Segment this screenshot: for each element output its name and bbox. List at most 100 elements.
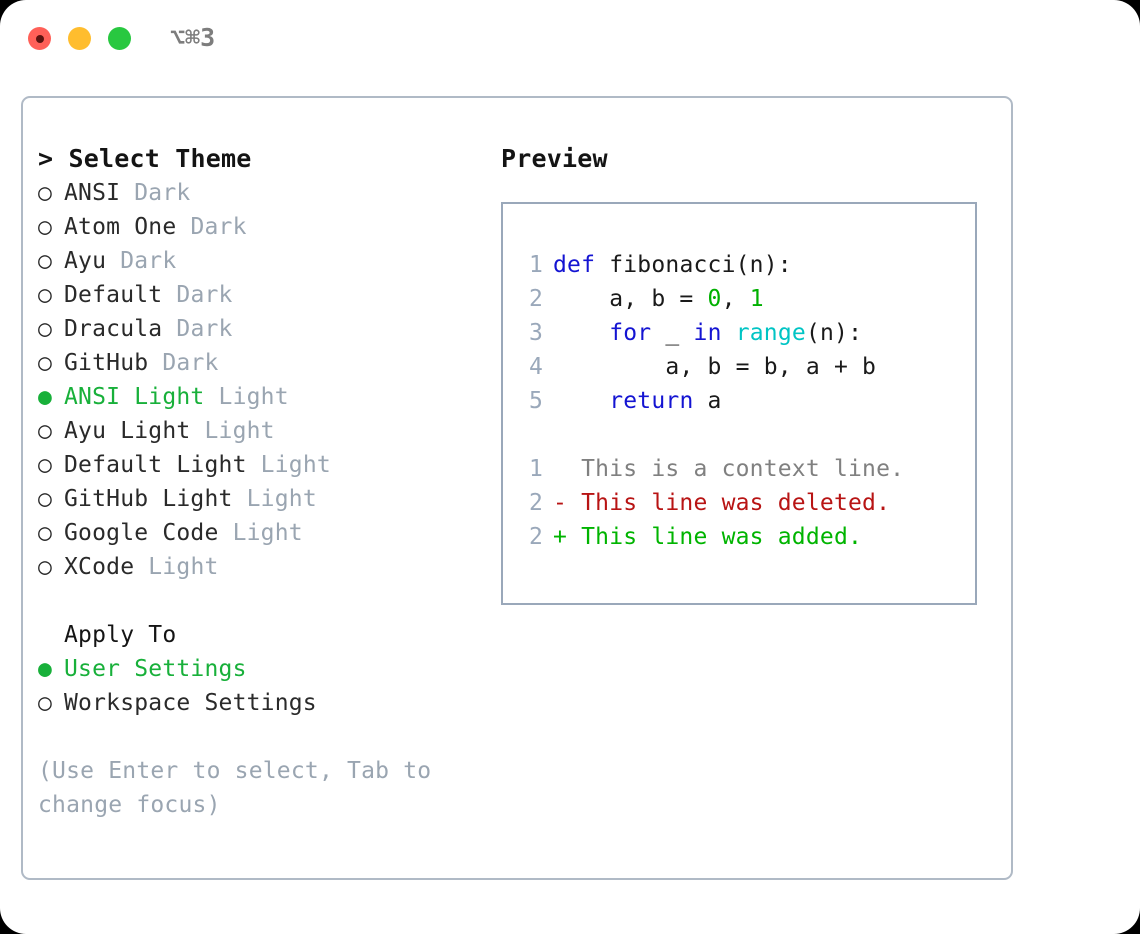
radio-unselected-icon: ○ [38,418,53,444]
theme-option-suffix: Light [218,520,303,546]
theme-option-label: XCode [64,554,135,580]
code-line: 4 a, b = b, a + b [517,350,876,384]
line-number: 5 [528,388,543,414]
code-line: 1 This is a context line. [517,452,904,486]
code-token-plain: a, b = b, a + b [553,354,877,380]
keyboard-hint-text: (Use Enter to select, Tab to change focu… [38,758,432,818]
panel-columns: > Select Theme ○ANSI Dark○Atom One Dark○… [23,98,1011,878]
theme-option-suffix: Dark [106,248,177,274]
theme-option-5[interactable]: ○GitHub Dark [38,346,498,380]
code-token-kw: in [693,320,722,346]
code-token-num: 0 [707,286,722,312]
theme-option-1[interactable]: ○Atom One Dark [38,210,498,244]
maximize-button[interactable] [108,27,131,50]
code-token-plain: _ [651,320,694,346]
theme-option-suffix: Light [246,452,331,478]
apply-to-section: Apply To ●User Settings○Workspace Settin… [38,618,498,720]
theme-option-label: Dracula [64,316,163,342]
theme-picker-title: > Select Theme [38,142,498,176]
theme-option-label: GitHub Light [64,486,233,512]
theme-option-11[interactable]: ○ XCode Light [38,550,498,584]
theme-option-suffix: Dark [162,316,233,342]
line-number: 1 [528,252,543,278]
theme-option-label: Default [64,282,163,308]
theme-option-6[interactable]: ●ANSI Light Light [38,380,498,414]
radio-unselected-icon: ○ [38,214,53,240]
code-line: 2 - This line was deleted. [517,486,904,520]
code-line: 1 def fibonacci(n): [517,248,876,282]
theme-option-label: ANSI [64,180,121,206]
radio-unselected-icon: ○ [38,520,53,546]
code-token-plain: , [721,286,750,312]
code-line: 3 for _ in range(n): [517,316,876,350]
main-panel: > Select Theme ○ANSI Dark○Atom One Dark○… [21,96,1013,880]
minimize-button[interactable] [68,27,91,50]
radio-unselected-icon: ○ [38,554,53,580]
code-token-kw: for [609,320,652,346]
theme-option-label: ANSI Light [64,384,205,410]
radio-unselected-icon: ○ [38,690,53,716]
diff-sample-block: 1 This is a context line. 2 - This line wa… [517,452,904,554]
theme-option-suffix: Dark [120,180,191,206]
preview-title: Preview [501,144,608,173]
theme-option-2[interactable]: ○ Ayu Dark [38,244,498,278]
code-token-plain: (n): [805,320,863,346]
theme-option-suffix: Dark [148,350,219,376]
close-button[interactable] [28,27,51,50]
title-bar: ⌥⌘3 [0,0,1140,78]
line-number: 2 [528,490,543,516]
code-token-ctx: This is a context line. [553,456,905,482]
theme-option-10[interactable]: ○ Google Code Light [38,516,498,550]
theme-option-label: Ayu [64,248,107,274]
theme-option-label: GitHub [64,350,149,376]
theme-option-label: Ayu Light [64,418,191,444]
apply-to-option-list: ●User Settings ○ Workspace Settings [38,652,498,720]
radio-unselected-icon: ○ [38,316,53,342]
theme-option-label: Google Code [64,520,219,546]
theme-option-7[interactable]: ○Ayu Light Light [38,414,498,448]
code-token-plain: a [693,388,722,414]
code-token-del: - This line was deleted. [553,490,891,516]
code-token-kw: def [553,252,610,278]
code-token-plain [553,320,609,346]
code-token-kw: return [609,388,694,414]
code-sample-block: 1 def fibonacci(n): 2 a, b = 0, 1 3 for _ i… [517,248,876,418]
code-token-plain [553,388,609,414]
theme-option-suffix: Light [134,554,219,580]
theme-option-4[interactable]: ○ Dracula Dark [38,312,498,346]
line-number: 2 [528,524,543,550]
radio-selected-icon: ● [38,656,53,682]
theme-option-0[interactable]: ○ ANSI Dark [38,176,498,210]
preview-box: 1 def fibonacci(n): 2 a, b = 0, 1 3 for _ i… [501,202,977,605]
theme-option-8[interactable]: ○Default Light Light [38,448,498,482]
preview-column: Preview 1 def fibonacci(n): 2 a, b = 0, 1 3… [501,142,1001,605]
code-token-num: 1 [749,286,764,312]
apply-to-option-1[interactable]: ○ Workspace Settings [38,686,498,720]
code-token-plain: a, b = [553,286,708,312]
theme-picker-column: > Select Theme ○ANSI Dark○Atom One Dark○… [38,142,498,822]
code-line: 5 return a [517,384,876,418]
code-line: 2+ This line was added. [517,520,904,554]
prompt-caret-icon: > [38,144,54,173]
radio-unselected-icon: ○ [38,180,53,206]
apply-to-option-label: Workspace Settings [64,690,317,716]
radio-unselected-icon: ○ [38,282,53,308]
theme-option-suffix: Dark [162,282,233,308]
radio-unselected-icon: ○ [38,248,53,274]
theme-option-suffix: Dark [176,214,247,240]
theme-option-list: ○ANSI Dark○Atom One Dark○Ayu Dark○Defaul… [38,176,498,584]
close-icon [35,34,44,43]
line-number: 2 [528,286,543,312]
code-token-plain: fibonacci(n): [609,252,792,278]
apply-to-option-0[interactable]: ●User Settings [38,652,498,686]
theme-option-3[interactable]: ○ Default Dark [38,278,498,312]
line-number: 3 [528,320,543,346]
page-title: Select Theme [68,144,252,173]
radio-unselected-icon: ○ [38,452,53,478]
line-number: 1 [528,456,543,482]
keyboard-shortcut-label: ⌥⌘3 [170,23,216,52]
theme-option-9[interactable]: ○GitHub Light Light [38,482,498,516]
radio-selected-icon: ● [38,384,53,410]
code-token-plain [722,320,736,346]
